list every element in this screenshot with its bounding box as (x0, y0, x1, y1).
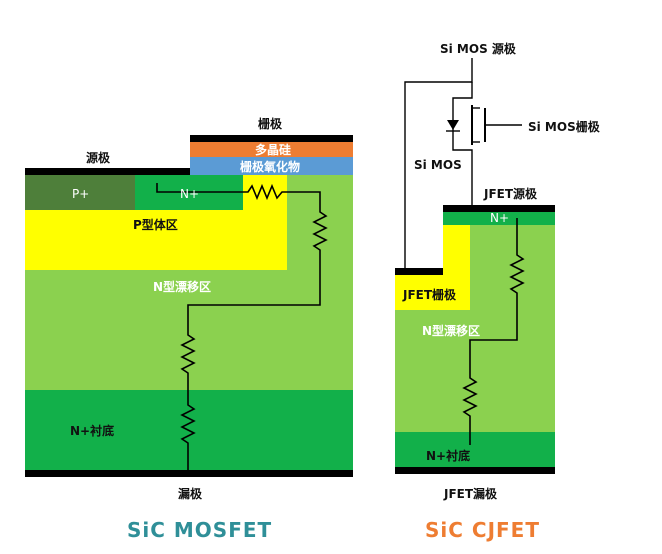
mosfet-oxide-label: 栅极氧化物 (240, 160, 301, 174)
mosfet-pplus-region (25, 175, 135, 210)
mosfet-poly-label: 多晶硅 (255, 143, 292, 157)
si-mos-source-wire (404, 58, 473, 268)
mosfet-drain-label: 漏极 (178, 487, 203, 501)
jfet-gate-label: JFET栅极 (403, 288, 457, 302)
jfet-source-label: JFET源极 (484, 187, 538, 201)
mosfet-pplus-label: P+ (72, 187, 90, 201)
mosfet-source-metal (25, 168, 190, 175)
mosfet-drain-metal (25, 470, 353, 477)
jfet-substrate-label: N+衬底 (426, 449, 471, 463)
jfet-notch (395, 212, 443, 275)
jfet-title: SiC CJFET (425, 518, 540, 542)
jfet-structure (395, 58, 555, 474)
jfet-nplus-region (443, 212, 555, 225)
jfet-current-path (462, 218, 525, 445)
mosfet-gate-label: 栅极 (258, 117, 283, 131)
mosfet-gate-metal (190, 135, 353, 142)
jfet-substrate-region (395, 432, 555, 467)
mosfet-poly-layer (190, 142, 353, 157)
si-mos-label: Si MOS (414, 158, 462, 172)
mosfet-current-path (156, 183, 328, 470)
body-diode-icon (447, 120, 459, 130)
mosfet-oxide-layer (190, 157, 353, 175)
si-mos-gate-label: Si MOS栅极 (528, 120, 600, 134)
mosfet-title: SiC MOSFET (127, 518, 273, 542)
jfet-drain-label: JFET漏极 (444, 487, 498, 501)
mosfet-drift-label: N型漂移区 (153, 280, 212, 294)
mosfet-nplus-label: N+ (180, 187, 200, 201)
mosfet-structure (25, 135, 353, 477)
mosfet-pbody-label: P型体区 (133, 218, 178, 232)
jfet-drift-label: N型漂移区 (422, 324, 481, 338)
jfet-drain-metal (395, 467, 555, 474)
mosfet-source-label: 源极 (86, 151, 111, 165)
mosfet-substrate-label: N+衬底 (70, 424, 115, 438)
si-mos-source-label: Si MOS 源极 (440, 42, 516, 56)
jfet-gate-region (395, 225, 470, 310)
jfet-source-metal (443, 205, 555, 212)
si-mos-channel-wire (452, 82, 473, 205)
jfet-nplus-label: N+ (490, 211, 510, 225)
jfet-gate-metal (395, 268, 443, 275)
